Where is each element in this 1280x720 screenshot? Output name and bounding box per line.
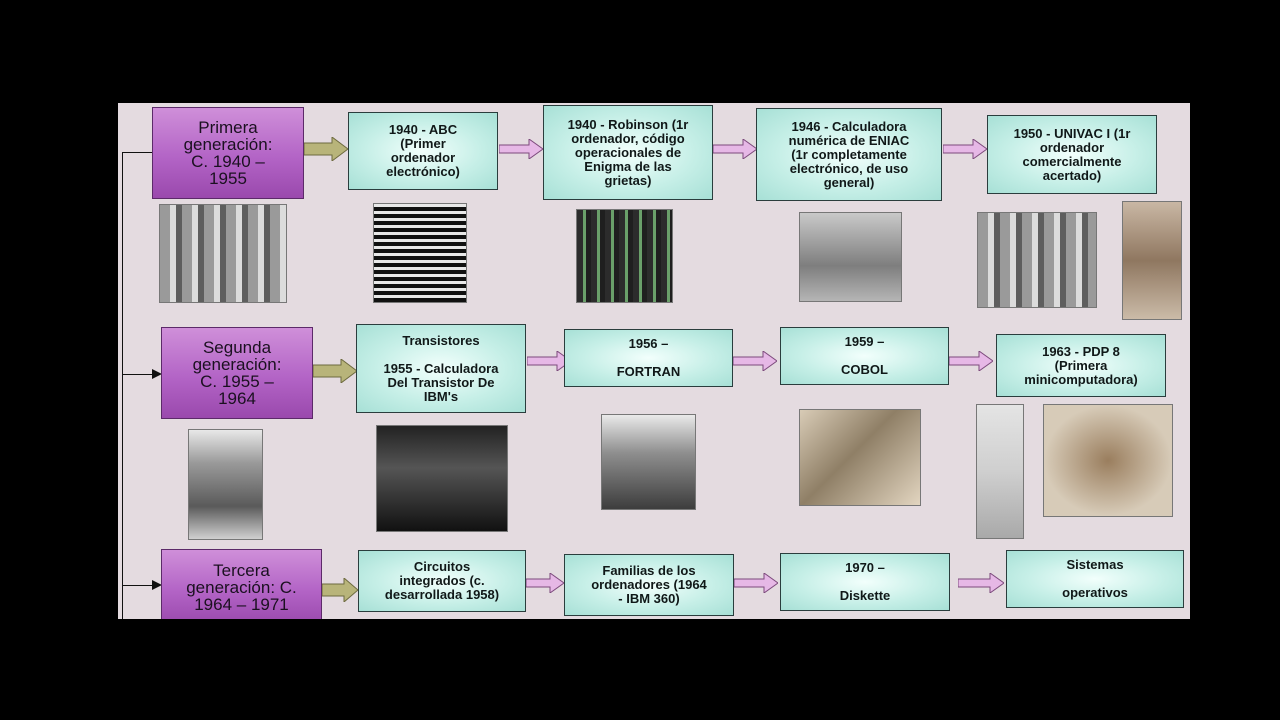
arrow-right-icon [958, 573, 1004, 593]
photo-pdp8-board [1043, 404, 1173, 517]
event-box-abc: 1940 - ABC (Primer ordenador electrónico… [348, 112, 498, 190]
event-box-robinson: 1940 - Robinson (1r ordenador, código op… [543, 105, 713, 200]
event-box-fortran: 1956 – FORTRAN [564, 329, 733, 387]
arrow-right-icon [313, 359, 357, 383]
event-box-diskette: 1970 – Diskette [780, 553, 950, 611]
generation-box-second: Segunda generación: C. 1955 – 1964 [161, 327, 313, 419]
arrow-right-icon [734, 573, 778, 593]
arrow-right-icon [322, 578, 358, 602]
arrow-right-icon [949, 351, 993, 371]
timeline-panel: Primera generación: C. 1940 – 1955 1940 … [118, 103, 1190, 619]
event-box-univac: 1950 - UNIVAC I (1r ordenador comercialm… [987, 115, 1157, 194]
photo-ibm-console [376, 425, 508, 532]
photo-first-generation-computer-room [159, 204, 287, 303]
photo-cobol-circuit-boards [799, 409, 921, 506]
photo-pdp8-cabinet [976, 404, 1024, 539]
event-box-ibm360: Familias de los ordenadores (1964 - IBM … [564, 554, 734, 616]
connector-bottom-arrowhead-icon [152, 580, 162, 590]
arrow-right-icon [713, 139, 757, 159]
connector-bottom-line [122, 585, 158, 586]
connector-top-line [122, 152, 152, 153]
connector-vertical-line [122, 152, 123, 619]
arrow-right-icon [733, 351, 777, 371]
event-box-integrated-circuits: Circuitos integrados (c. desarrollada 19… [358, 550, 526, 612]
connector-mid-arrowhead-icon [152, 369, 162, 379]
photo-univac-room [977, 212, 1097, 308]
arrow-right-icon [499, 139, 543, 159]
photo-univac-component [1122, 201, 1182, 320]
event-box-eniac: 1946 - Calculadora numérica de ENIAC (1r… [756, 108, 942, 201]
arrow-right-icon [943, 139, 987, 159]
event-box-operating-systems: Sistemas operativos [1006, 550, 1184, 608]
photo-fortran-mainframe [601, 414, 696, 510]
event-box-pdp8: 1963 - PDP 8 (Primera minicomputadora) [996, 334, 1166, 397]
connector-mid-line [122, 374, 158, 375]
photo-abc-vacuum-tubes [373, 203, 467, 303]
event-box-transistors: Transistores 1955 - Calculadora Del Tran… [356, 324, 526, 413]
photo-eniac [799, 212, 902, 302]
photo-transistor-machine [188, 429, 263, 540]
arrow-right-icon [526, 573, 564, 593]
event-box-cobol: 1959 – COBOL [780, 327, 949, 385]
generation-box-third: Tercera generación: C. 1964 – 1971 [161, 549, 322, 619]
arrow-right-icon [304, 137, 348, 161]
generation-box-first: Primera generación: C. 1940 – 1955 [152, 107, 304, 199]
photo-robinson-circuit [576, 209, 673, 303]
